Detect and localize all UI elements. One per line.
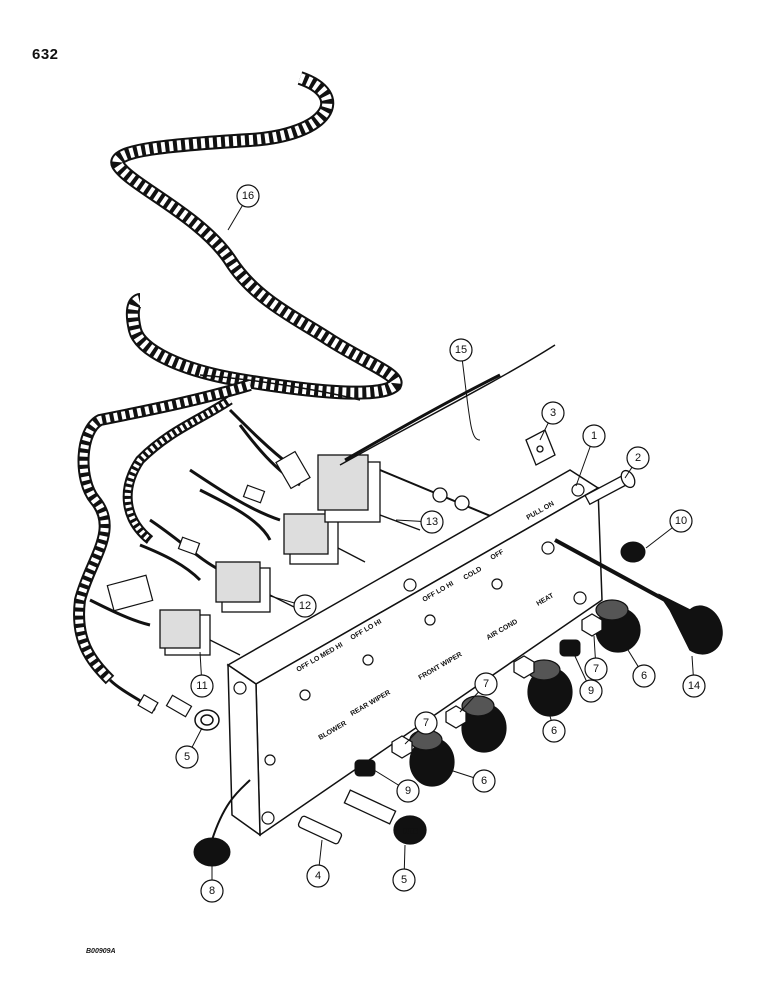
fuse-holder-5: FUSE xyxy=(343,789,427,845)
cap-8 xyxy=(193,779,251,867)
callout-7a-label: 7 xyxy=(423,717,429,729)
callout-6a-label: 6 xyxy=(481,775,487,787)
wire-harness xyxy=(73,71,403,685)
callout-7b-label: 7 xyxy=(483,678,489,690)
callout-6c: 6 xyxy=(632,664,656,688)
callout-15-label: 15 xyxy=(455,344,467,356)
callout-5a: 5 xyxy=(175,745,199,769)
fuse-4 xyxy=(297,815,343,845)
cap-10 xyxy=(620,541,646,563)
callout-11-label: 11 xyxy=(196,680,207,692)
callout-1: 1 xyxy=(582,424,606,448)
callout-9a-label: 9 xyxy=(405,785,411,797)
callout-9b: 9 xyxy=(579,679,603,703)
callout-13: 13 xyxy=(420,510,444,534)
callout-2: 2 xyxy=(626,446,650,470)
callout-7a: 7 xyxy=(414,711,438,735)
callout-12: 12 xyxy=(293,594,317,618)
callout-13-label: 13 xyxy=(426,516,438,528)
callout-7c-label: 7 xyxy=(593,663,599,675)
callout-9a: 9 xyxy=(396,779,420,803)
control-cable-15 xyxy=(339,344,556,521)
callout-6b-label: 6 xyxy=(551,725,557,737)
callout-12-label: 12 xyxy=(299,600,311,612)
callout-14: 14 xyxy=(682,674,706,698)
callout-6c-label: 6 xyxy=(641,670,647,682)
callout-3: 3 xyxy=(541,401,565,425)
knobs-6 xyxy=(409,599,641,787)
callout-5b: 5 xyxy=(392,868,416,892)
callout-15: 15 xyxy=(449,338,473,362)
callout-7b: 7 xyxy=(474,672,498,696)
callout-10: 10 xyxy=(669,509,693,533)
callout-8-label: 8 xyxy=(209,885,215,897)
callout-1-label: 1 xyxy=(591,430,597,442)
rotary-switch-12a xyxy=(215,561,301,613)
callout-2-label: 2 xyxy=(635,452,641,464)
callout-16-label: 16 xyxy=(242,190,254,202)
pull-knob-14 xyxy=(554,538,723,655)
caps-9 xyxy=(354,639,581,777)
bracket-3 xyxy=(525,429,556,466)
rotary-switch-11 xyxy=(159,609,241,656)
panel-holes xyxy=(233,483,587,825)
rotary-switch-12b xyxy=(283,513,366,565)
callout-6a: 6 xyxy=(472,769,496,793)
callout-14-label: 14 xyxy=(688,680,700,692)
callout-5b-label: 5 xyxy=(401,874,407,886)
connectors xyxy=(106,450,311,718)
page-number: 632 xyxy=(32,46,59,63)
drawing-code: B00909A xyxy=(86,948,116,955)
callout-7c: 7 xyxy=(584,657,608,681)
callout-9b-label: 9 xyxy=(588,685,594,697)
grommet-5 xyxy=(194,709,220,731)
callout-16: 16 xyxy=(236,184,260,208)
knob-6c xyxy=(527,659,573,717)
knob-6a xyxy=(409,729,455,787)
callout-10-label: 10 xyxy=(675,515,687,527)
callout-5a-label: 5 xyxy=(184,751,190,763)
screw-2 xyxy=(584,469,636,506)
callout-11: 11 xyxy=(190,674,214,698)
label-fuse: FUSE xyxy=(404,829,418,835)
callout-4: 4 xyxy=(306,864,330,888)
callout-6b: 6 xyxy=(542,719,566,743)
thermostat-switch-13 xyxy=(317,454,421,531)
knob-6b xyxy=(461,695,507,753)
callout-8: 8 xyxy=(200,879,224,903)
knob-6d xyxy=(595,599,641,653)
callout-3-label: 3 xyxy=(550,407,556,419)
callout-4-label: 4 xyxy=(315,870,321,882)
